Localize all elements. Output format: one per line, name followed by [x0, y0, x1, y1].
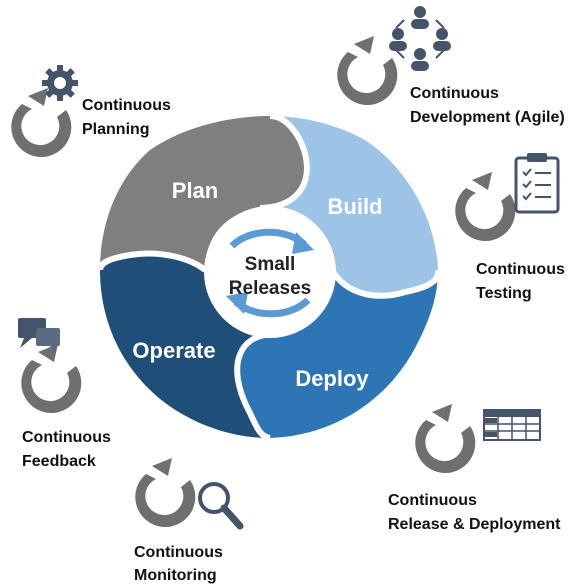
practice-development: Continuous Development (Agile): [337, 6, 565, 126]
development-line2: Development (Agile): [410, 109, 565, 126]
cycle-arrows-icon: [226, 228, 314, 318]
cycle-ring-icon: [455, 172, 516, 241]
monitoring-line2: Monitoring: [134, 567, 217, 584]
clipboard-icon: [514, 153, 560, 214]
center-title-line2: Releases: [229, 278, 311, 299]
team-icon: [389, 6, 451, 71]
feedback-line2: Feedback: [22, 453, 96, 470]
build-label: Build: [328, 194, 383, 219]
release-line2: Release & Deployment: [388, 516, 561, 533]
deploy-label: Deploy: [295, 366, 369, 391]
table-icon: [483, 409, 541, 441]
practice-monitoring: Continuous Monitoring: [134, 458, 244, 584]
cycle-ring-icon: [415, 404, 476, 473]
cycle-ring-icon: [135, 458, 196, 527]
plan-label: Plan: [172, 178, 218, 203]
cycle-ring-icon: [337, 36, 398, 105]
operate-segment[interactable]: [100, 253, 272, 438]
plan-segment[interactable]: [100, 116, 307, 270]
practice-testing: Continuous Testing: [455, 153, 565, 302]
devops-wheel: Small Releases Plan Build Deploy Operate: [97, 113, 442, 441]
center-title-line1: Small: [245, 254, 296, 275]
planning-line2: Planning: [82, 121, 150, 138]
practice-planning: Continuous Planning: [11, 65, 171, 157]
practice-feedback: Continuous Feedback: [18, 318, 111, 470]
testing-line1: Continuous: [476, 261, 565, 278]
feedback-line1: Continuous: [22, 429, 111, 446]
deploy-segment[interactable]: [237, 265, 439, 438]
development-line1: Continuous: [410, 85, 499, 102]
magnifier-icon: [198, 482, 244, 530]
release-line1: Continuous: [388, 492, 477, 509]
build-segment[interactable]: [260, 116, 439, 296]
chat-bubbles-icon: [18, 318, 60, 354]
gear-icon: [42, 65, 78, 101]
cycle-ring-icon: [21, 344, 82, 413]
monitoring-line1: Continuous: [134, 544, 223, 561]
operate-label: Operate: [132, 338, 215, 363]
practice-release: Continuous Release & Deployment: [388, 404, 561, 533]
testing-line2: Testing: [476, 285, 532, 302]
planning-line1: Continuous: [82, 97, 171, 114]
